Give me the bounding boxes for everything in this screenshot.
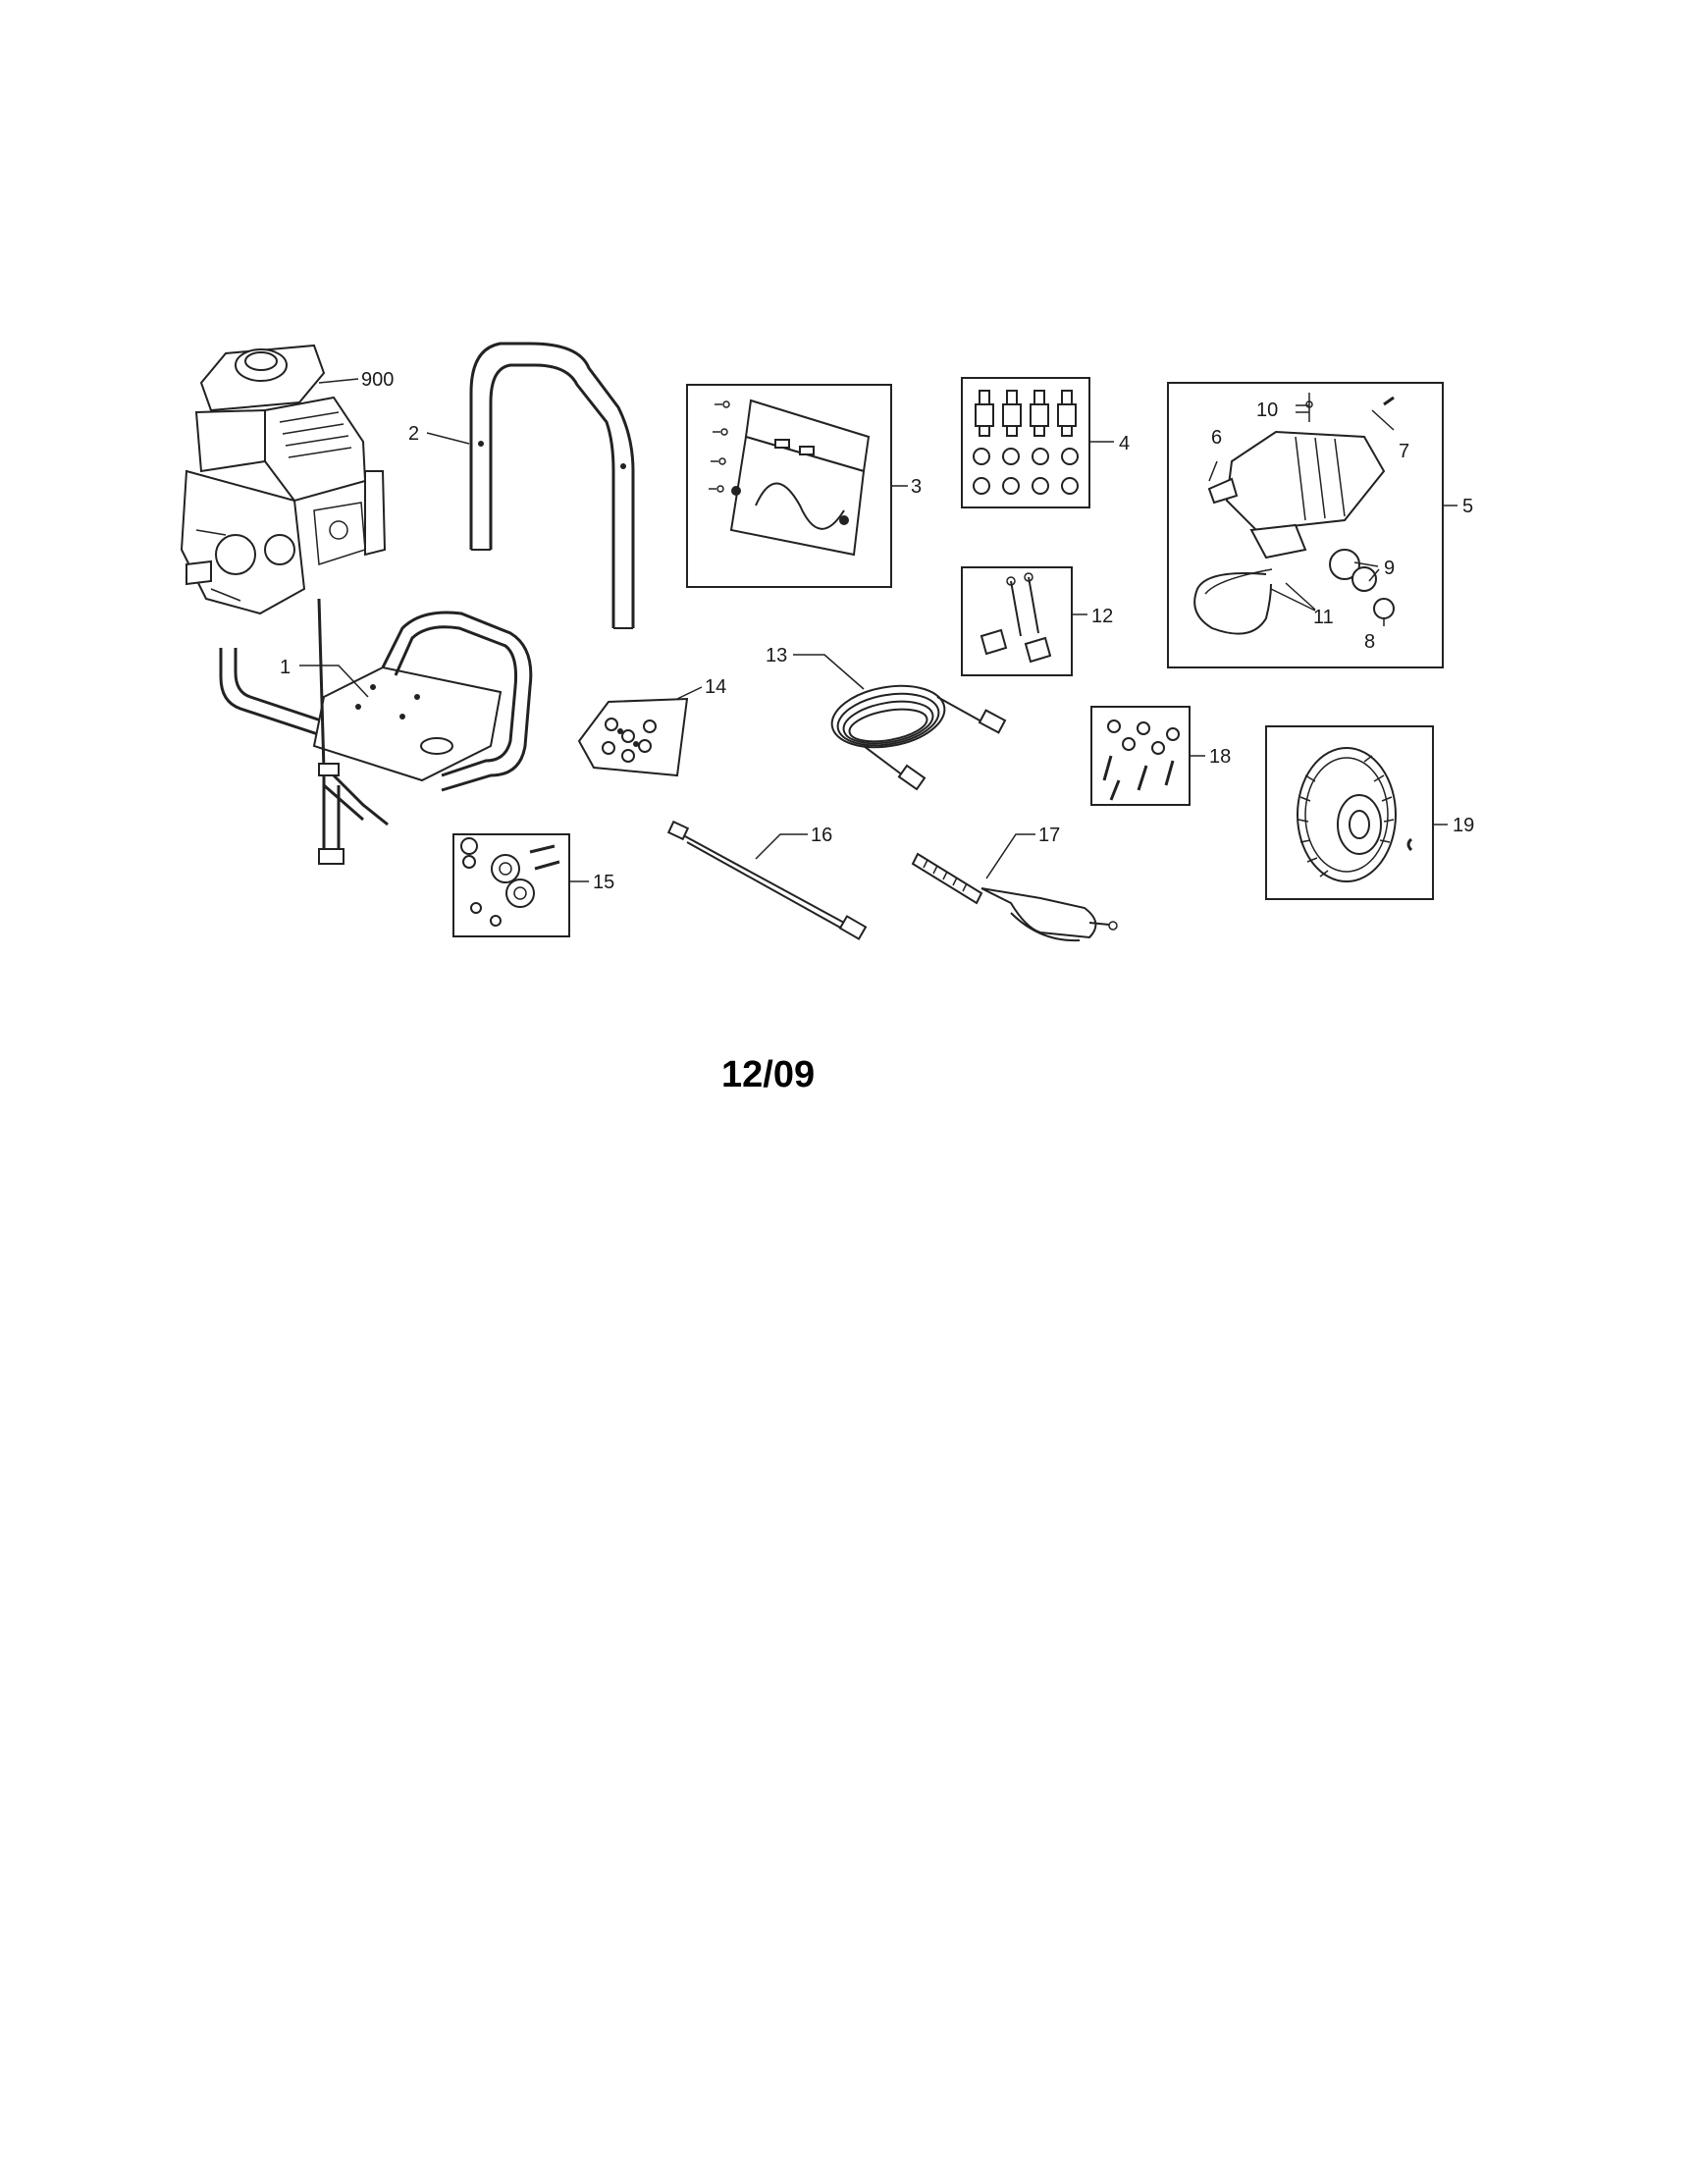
callout-15: 15 (593, 872, 614, 893)
callout-14: 14 (705, 676, 726, 698)
axle-hardware-part-15 (452, 833, 570, 937)
callout-10: 10 (1256, 400, 1278, 421)
hose-part-13 (830, 684, 1007, 791)
bracket-part-14 (577, 697, 689, 777)
callout-8: 8 (1364, 631, 1375, 653)
pump-part-5 (1167, 382, 1444, 668)
callout-9: 9 (1384, 558, 1395, 579)
callout-6: 6 (1211, 427, 1222, 449)
handle-part-2 (469, 342, 635, 629)
callout-16: 16 (811, 825, 832, 846)
callout-18: 18 (1209, 746, 1231, 768)
engine-part-900 (180, 344, 387, 615)
hardware-kit-part-18 (1090, 706, 1191, 806)
callout-13: 13 (766, 645, 787, 666)
callout-2: 2 (408, 423, 419, 445)
callout-900: 900 (361, 369, 394, 391)
lance-part-16 (666, 820, 868, 940)
hardware-kit-part-12 (961, 566, 1073, 676)
callout-3: 3 (911, 476, 922, 498)
spray-gun-part-17 (911, 852, 1118, 942)
callout-1: 1 (280, 657, 291, 678)
callout-11: 11 (1313, 607, 1334, 628)
callout-12: 12 (1091, 606, 1113, 627)
leader-lines (299, 378, 1457, 882)
isolator-kit-part-4 (961, 377, 1090, 508)
callout-labels: 900 2 3 4 5 6 7 8 9 10 11 12 1 13 14 18 … (280, 369, 1474, 893)
pump-bracket-part-3 (686, 384, 892, 588)
callout-7: 7 (1399, 441, 1409, 462)
wheel-part-19 (1265, 725, 1434, 900)
callout-19: 19 (1453, 815, 1474, 836)
frame-part-1 (219, 598, 533, 865)
callout-5: 5 (1462, 496, 1473, 517)
callout-17: 17 (1038, 825, 1060, 846)
callout-4: 4 (1119, 433, 1130, 454)
diagram-date: 12/09 (721, 1054, 815, 1095)
